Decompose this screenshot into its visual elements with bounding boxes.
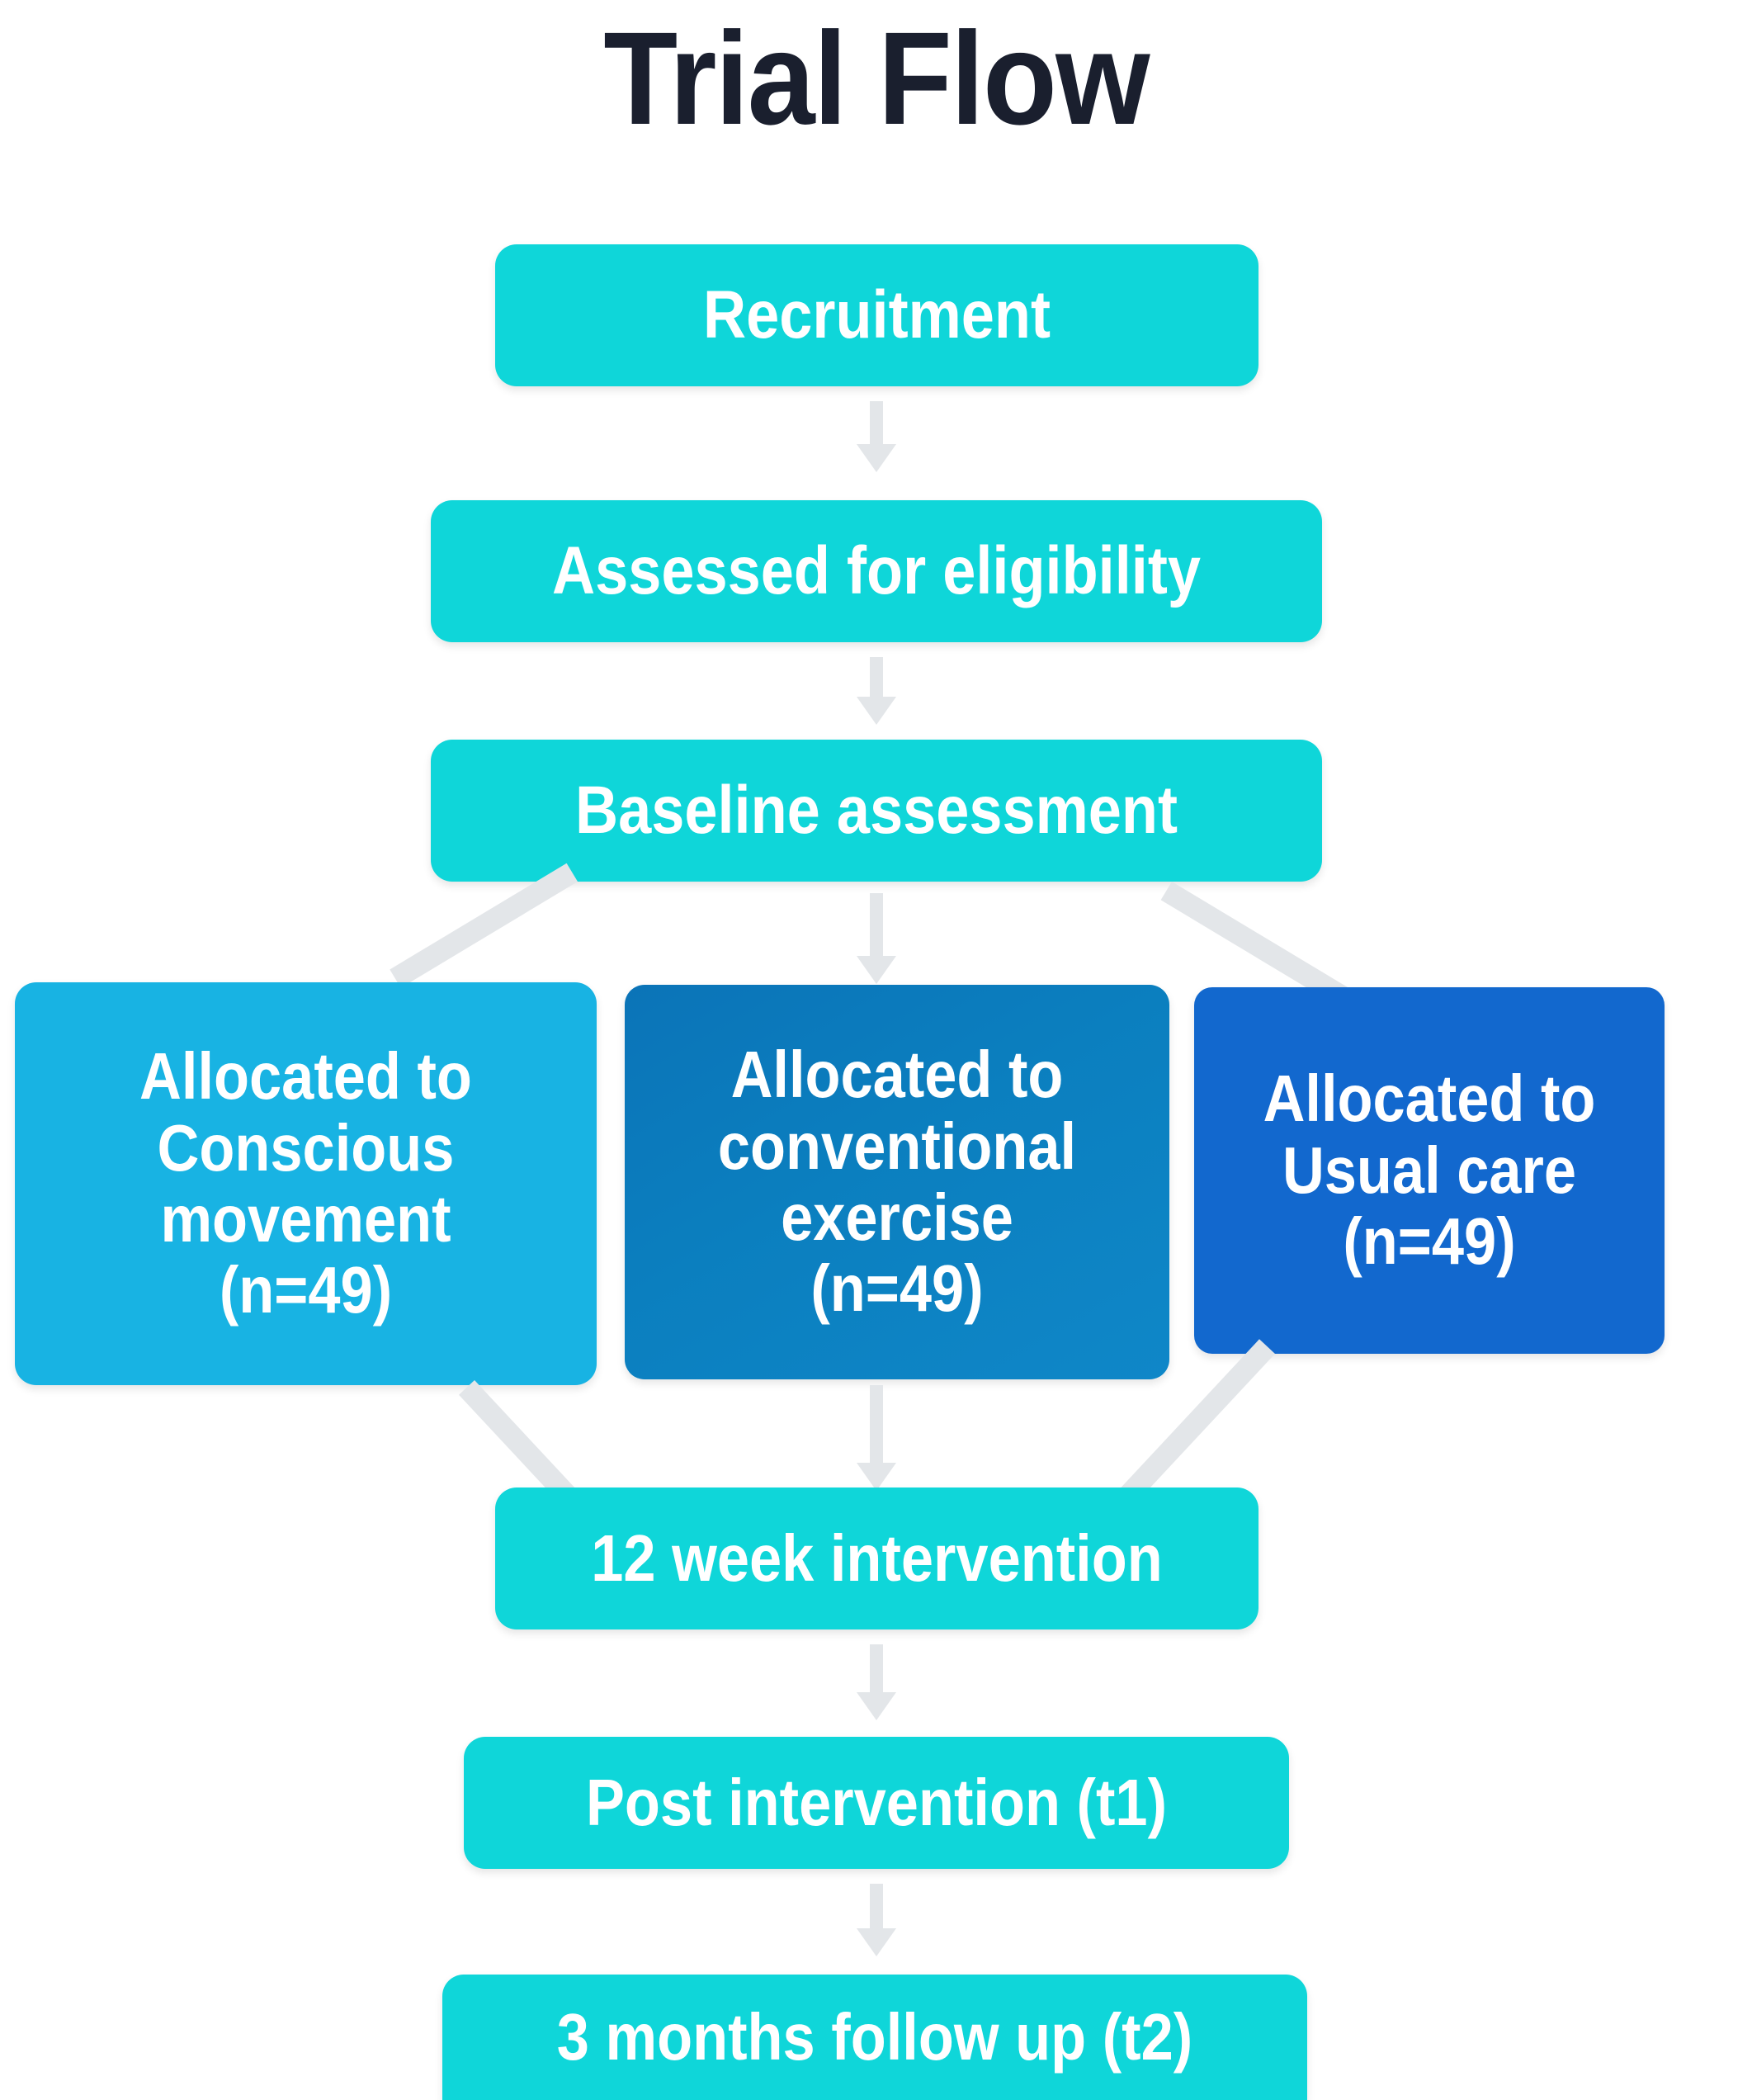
arrow-exercise-to-intervention (825, 1385, 928, 1491)
node-3-months-followup-label: 3 months follow up (t2) (556, 1999, 1193, 2074)
node-arm-conscious-movement[interactable]: Allocated to Conscious movement (n=49) (15, 982, 597, 1385)
node-baseline[interactable]: Baseline assessment (431, 740, 1322, 882)
arrow-eligibility-to-baseline (825, 657, 928, 725)
node-recruitment-label: Recruitment (702, 277, 1051, 352)
page-title: Trial Flow (603, 4, 1150, 152)
node-arm-conventional-exercise-label: Allocated to conventional exercise (n=49… (717, 1038, 1077, 1326)
node-eligibility[interactable]: Assessed for eligibility (431, 500, 1322, 642)
node-post-intervention-label: Post intervention (t1) (585, 1765, 1168, 1839)
node-recruitment[interactable]: Recruitment (495, 244, 1259, 386)
node-12-week-intervention[interactable]: 12 week intervention (495, 1488, 1259, 1629)
arrow-intervention-to-post (825, 1644, 928, 1720)
arrow-recruitment-to-eligibility (825, 401, 928, 472)
node-arm-conscious-movement-label: Allocated to Conscious movement (n=49) (139, 1039, 472, 1327)
node-arm-usual-care[interactable]: Allocated to Usual care (n=49) (1194, 987, 1665, 1354)
node-3-months-followup[interactable]: 3 months follow up (t2) (442, 1975, 1307, 2100)
connector-baseline-to-conscious (390, 863, 578, 988)
node-baseline-label: Baseline assessment (574, 772, 1178, 848)
node-post-intervention[interactable]: Post intervention (t1) (464, 1737, 1289, 1869)
node-12-week-intervention-label: 12 week intervention (591, 1521, 1163, 1595)
node-eligibility-label: Assessed for eligibility (551, 532, 1202, 608)
arrow-post-to-followup (825, 1884, 928, 1956)
arrow-baseline-to-exercise (825, 893, 928, 984)
node-arm-usual-care-label: Allocated to Usual care (n=49) (1263, 1062, 1596, 1279)
node-arm-conventional-exercise[interactable]: Allocated to conventional exercise (n=49… (625, 985, 1169, 1379)
